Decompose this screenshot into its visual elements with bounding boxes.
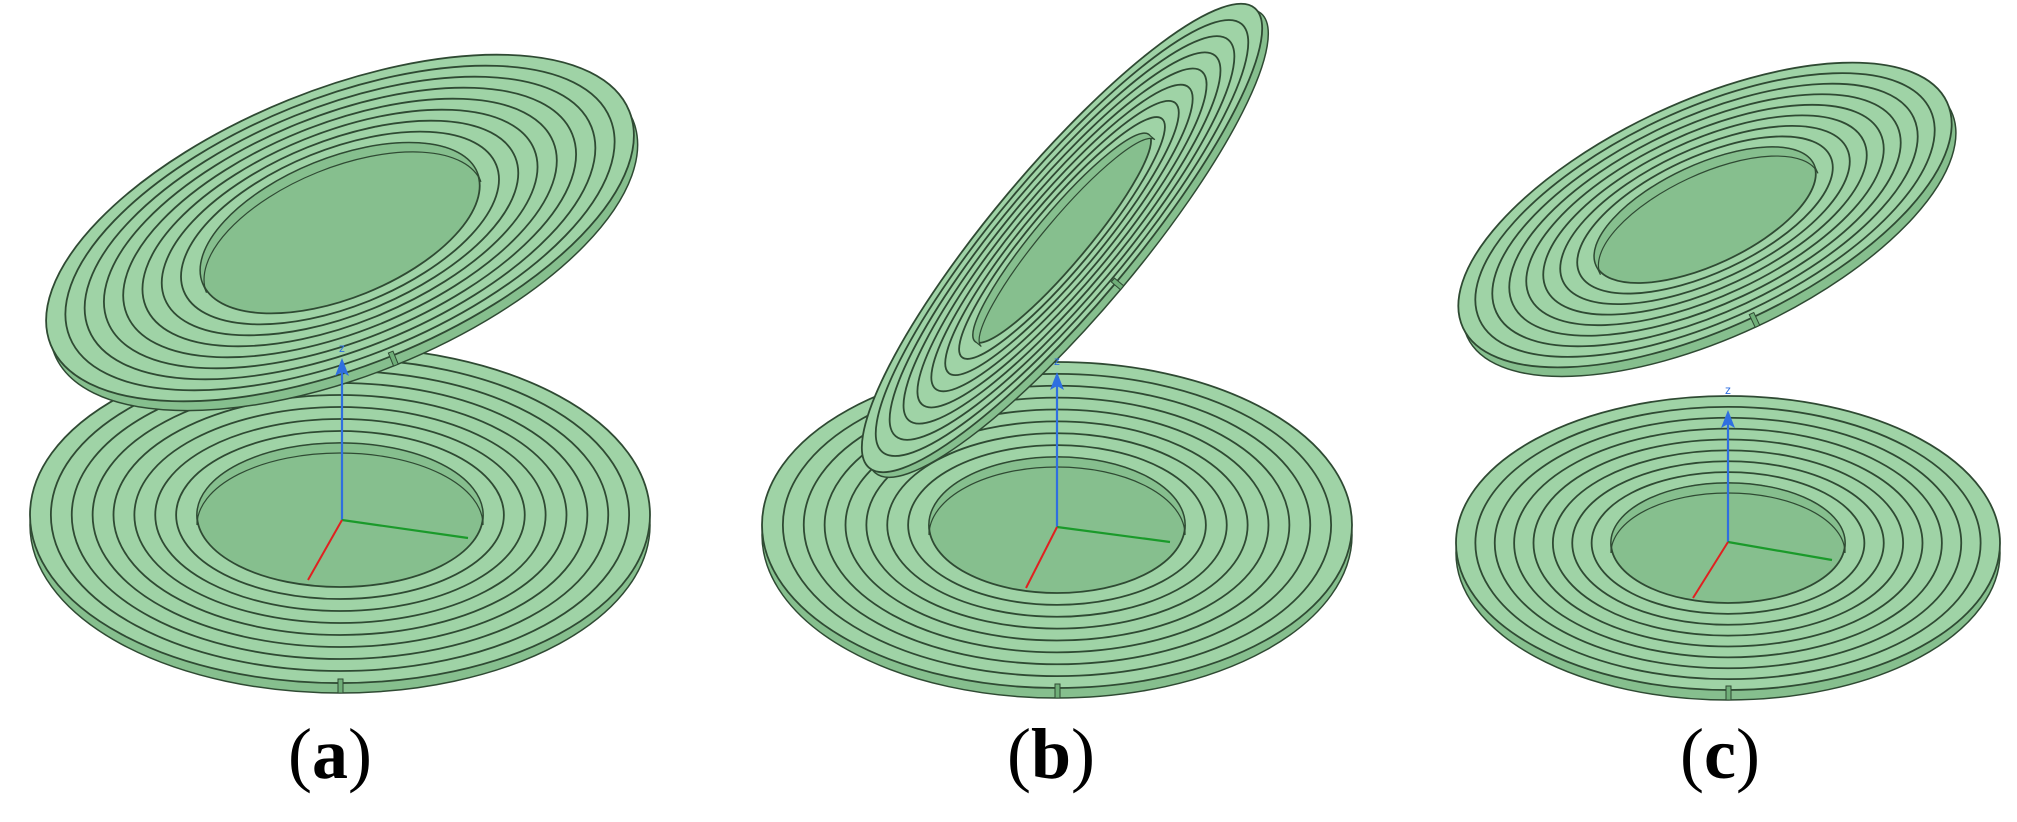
axis-triad-a-z-arrowhead [335,358,349,376]
label-paren-close: ) [1071,714,1096,794]
coil-top-a-winding [160,119,520,337]
coil-bottom-a-winding [175,430,505,600]
coil-top-b-winding [944,100,1180,376]
label-letter: b [1030,714,1072,794]
coil-bottom-c-winding [1474,405,1982,681]
coil-top-a-lead [387,350,399,367]
coil-top-a-winding [64,64,616,392]
label-letter: c [1703,714,1736,794]
coil-top-b-winding [888,35,1236,441]
label-paren-open: ( [288,714,312,794]
panel-c: z [1455,61,2001,701]
coil-top-a-winding [141,108,539,348]
coil-bottom-b-lead [1054,683,1061,699]
coil-top-a [45,53,639,412]
axis-triad-c-y-axis [1727,540,1833,562]
coil-top-b-winding [958,116,1166,360]
coil-top-b-winding [916,67,1208,409]
coil-bottom-a-inner-wall [196,442,484,526]
coil-bottom-a-winding [154,418,526,612]
panel-b: z [761,2,1353,699]
axis-triad-b-x-axis [1025,526,1058,589]
coil-top-b [860,2,1270,479]
axis-triad-a-y-axis [341,518,469,540]
coil-top-b-lead [1110,277,1125,291]
coil-top-c-winding [1542,114,1868,316]
coil-top-c-winding [1474,72,1936,358]
coil-top-c-winding [1508,93,1902,337]
panel-a: z [29,53,651,694]
label-paren-open: ( [1680,714,1704,794]
coil-top-c [1457,61,1957,378]
coil-bottom-a-winding [133,406,547,624]
coil-top-b-winding [902,51,1222,425]
panel-label-b: (b) [1007,718,1095,790]
coil-bottom-c [1455,395,2001,701]
coil-top-c-winding [1559,124,1851,306]
coil-top-a-winding [122,97,558,359]
coil-top-a-winding [103,86,577,370]
coil-bottom-a-winding [112,394,568,636]
panel-label-c: (c) [1680,718,1760,790]
coil-top-c-lead [1748,311,1761,328]
label-letter: a [311,714,348,794]
coil-bottom-c-inner-wall [1610,482,1846,554]
coil-top-a-inner-wall [199,142,482,293]
axis-triad-b [1025,372,1171,589]
axis-triad-b-z-arrowhead [1050,372,1064,390]
coil-top-b-winding [930,83,1194,393]
axis-triad-a [307,358,469,581]
label-paren-close: ) [347,714,372,794]
coil-top-b-inner-wall [972,132,1156,348]
axis-triad-c [1692,410,1833,599]
axis-triad-c-x-axis [1692,541,1729,599]
panel-label-a: (a) [288,718,372,790]
coil-top-a-winding [83,75,597,381]
z-axis-label-a: z [339,341,345,355]
z-axis-label-c: z [1725,383,1731,397]
axis-triad-b-y-axis [1056,525,1171,544]
axis-triad-a-x-axis [307,519,343,581]
z-axis-label-b: z [1054,354,1060,368]
axis-triad-c-z-arrowhead [1721,410,1735,428]
coil-top-c-winding [1576,135,1834,295]
coil-bottom-c-lead [1725,685,1732,701]
coil-bottom-a-lead [337,678,344,694]
label-paren-close: ) [1735,714,1760,794]
coil-bottom-b-inner-wall [928,456,1186,536]
coil-top-a-winding [180,130,500,326]
coil-top-c-winding [1525,103,1885,327]
coil-top-b-winding [874,19,1250,457]
coil-top-c-winding [1491,82,1919,348]
label-paren-open: ( [1007,714,1031,794]
